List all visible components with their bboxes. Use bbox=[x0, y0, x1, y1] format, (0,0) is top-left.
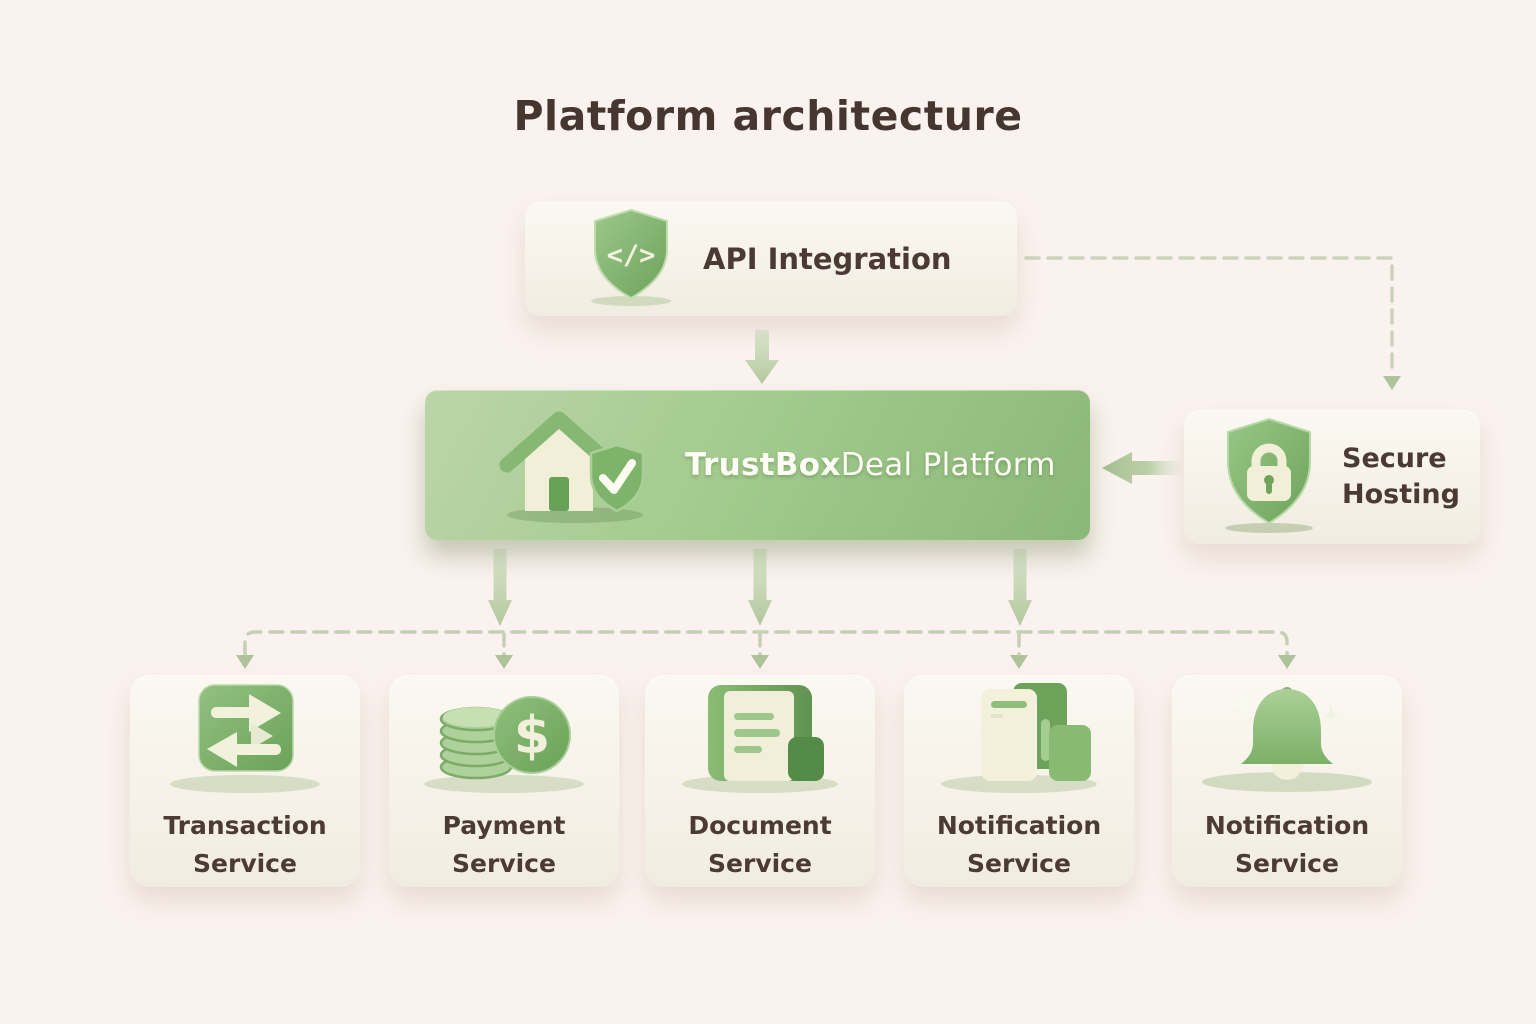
node-notification-service-bell: Notification Service bbox=[1172, 675, 1402, 887]
arrowhead-service-2 bbox=[495, 655, 513, 669]
arrow-secure-to-platform bbox=[1102, 452, 1182, 484]
code-shield-icon: </> bbox=[589, 207, 673, 311]
coins-dollar-icon: $ bbox=[414, 685, 594, 795]
notification-service-bell-label: Notification Service bbox=[1204, 811, 1370, 878]
node-payment-service: $ Payment Service bbox=[389, 675, 619, 887]
arrow-api-to-platform bbox=[745, 330, 779, 384]
payment-service-label: Payment Service bbox=[442, 811, 566, 878]
document-folder-icon bbox=[670, 685, 850, 795]
node-secure-hosting: Secure Hosting bbox=[1184, 410, 1480, 544]
arrow-platform-down-3 bbox=[1008, 549, 1032, 626]
arrow-platform-down-2 bbox=[748, 549, 772, 626]
dashed-service-rail bbox=[243, 630, 1289, 657]
page-title: Platform architecture bbox=[513, 92, 1023, 140]
transaction-service-label: Transaction Service bbox=[163, 811, 327, 878]
document-service-label: Document Service bbox=[688, 811, 832, 878]
api-integration-label: API Integration bbox=[703, 242, 952, 276]
dashed-api-to-secure bbox=[1024, 256, 1394, 376]
transfer-arrows-icon bbox=[155, 684, 335, 795]
notification-service-files-label: Notification Service bbox=[936, 811, 1102, 878]
arrowhead-service-5 bbox=[1278, 655, 1296, 669]
node-api-integration: </> API Integration bbox=[525, 202, 1017, 316]
arrowhead-service-3 bbox=[751, 655, 769, 669]
arrow-platform-down-1 bbox=[488, 549, 512, 626]
notification-bell-icon bbox=[1197, 685, 1377, 795]
file-archive-icon bbox=[929, 683, 1109, 795]
lock-shield-icon bbox=[1220, 416, 1318, 538]
secure-hosting-label: Secure Hosting bbox=[1342, 443, 1460, 510]
node-trustboxdeal-platform: TrustBoxDeal Platform bbox=[425, 390, 1090, 540]
arrowhead-service-4 bbox=[1010, 655, 1028, 669]
node-transaction-service: Transaction Service bbox=[130, 675, 360, 887]
platform-label-regular: Deal Platform bbox=[840, 447, 1056, 483]
platform-label-bold: TrustBox bbox=[685, 447, 841, 483]
house-shield-icon bbox=[495, 401, 647, 529]
arrowhead-api-to-secure bbox=[1383, 376, 1401, 390]
sparkle bbox=[1323, 707, 1339, 723]
platform-label: TrustBoxDeal Platform bbox=[685, 447, 1056, 483]
dollar-glyph: $ bbox=[514, 706, 550, 766]
node-notification-service-files: Notification Service bbox=[904, 675, 1134, 887]
sparkle bbox=[1232, 693, 1254, 715]
code-glyph: </> bbox=[607, 240, 656, 271]
node-document-service: Document Service bbox=[645, 675, 875, 887]
arrowhead-service-1 bbox=[236, 655, 254, 669]
